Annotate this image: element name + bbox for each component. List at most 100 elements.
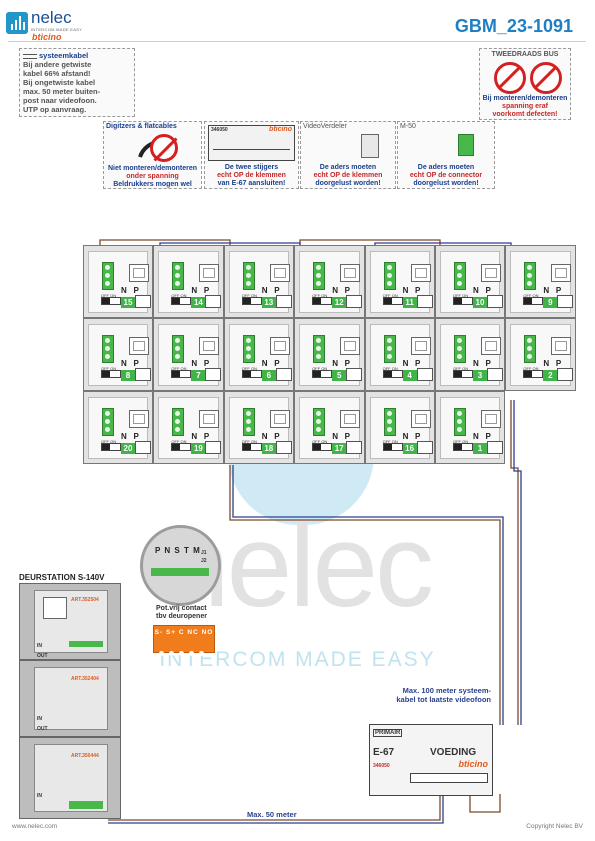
offon-label: OFF ON — [312, 366, 328, 371]
termination-switch — [171, 297, 192, 305]
termination-switch — [382, 370, 403, 378]
out-label: OUT — [37, 653, 48, 659]
offon-label: OFF ON — [101, 439, 117, 444]
camera-module-icon — [43, 597, 67, 619]
door-station-module: ART.350444 IN — [19, 737, 121, 819]
psu-brand: bticino — [458, 759, 489, 769]
videoverdeler-line: doorgelust worden! — [315, 180, 381, 187]
np-label: N P — [261, 359, 280, 368]
terminal-block-icon — [313, 335, 326, 363]
contact-caption-line: Pot.vrij contact — [156, 605, 207, 612]
cable-note-line: Bij andere getwiste — [23, 60, 92, 69]
door-station-terminal — [69, 801, 103, 809]
videoverdeler-terminal-icon — [361, 134, 379, 158]
bus-warning-title: TWEEDRAADS BUS — [491, 51, 559, 58]
termination-switch — [453, 370, 473, 378]
max100-line: Max. 100 meter systeem- — [402, 686, 491, 695]
termination-switch — [241, 370, 262, 378]
offon-label: OFF ON — [241, 439, 257, 444]
offon-label: OFF ON — [453, 293, 469, 298]
monitor-screen-icon — [269, 410, 290, 428]
address-label: 3 — [473, 370, 487, 381]
termination-switch — [312, 443, 333, 451]
monitor-screen-icon — [551, 264, 572, 282]
out-label: OUT — [37, 726, 48, 732]
offon-label: OFF ON — [312, 293, 328, 298]
module-code: ART.352504 — [71, 597, 99, 603]
terminal-block-icon — [383, 408, 396, 436]
cable-note-line: max. 50 meter buiten- — [23, 87, 101, 96]
address-label: 13 — [261, 297, 276, 308]
termination-switch — [241, 297, 262, 305]
monitor-screen-icon — [410, 410, 431, 428]
address-box — [205, 295, 222, 308]
e67-module-drawing: 346050 bticino — [208, 125, 295, 161]
cable-note-line: post naar videofoon. — [23, 96, 97, 105]
np-label: N P — [121, 359, 139, 368]
loupe-terminal-strip — [151, 568, 209, 576]
np-label: N P — [473, 359, 491, 368]
offon-label: OFF ON — [382, 366, 398, 371]
document-code: GBM_23-1091 — [454, 16, 573, 36]
termination-switch — [382, 443, 403, 451]
termination-switch — [523, 370, 544, 378]
address-box — [416, 368, 433, 381]
brand-partner: bticino — [32, 32, 62, 42]
monitor-screen-icon — [340, 410, 361, 428]
contact-caption: Pot.vrij contact tbv deuropener — [156, 605, 207, 621]
max100-note: Max. 100 meter systeem- kabel tot laatst… — [369, 686, 491, 704]
address-label: 6 — [261, 370, 276, 381]
terminal-block-icon — [454, 262, 466, 290]
footer-copyright: Copyright Nelec BV — [526, 823, 583, 830]
termination-switch — [101, 443, 121, 451]
address-box — [416, 295, 433, 308]
np-label: N P — [191, 432, 210, 441]
termination-switch — [312, 297, 333, 305]
address-box — [135, 295, 151, 308]
termination-switch — [171, 370, 192, 378]
e67-line: De twee stijgers — [224, 164, 279, 171]
np-label: N P — [473, 286, 491, 295]
address-box — [487, 295, 503, 308]
np-label: N P — [121, 286, 139, 295]
address-label: 8 — [121, 370, 135, 381]
e67-module-code: 346050 — [211, 127, 228, 133]
monitor-screen-icon — [199, 410, 220, 428]
address-label: 18 — [261, 443, 276, 454]
terminal-magnifier: P N S T M J1 J2 — [140, 525, 221, 606]
monitor-screen-icon — [481, 337, 501, 355]
np-label: N P — [332, 286, 350, 295]
no-screwdriver-icon — [150, 134, 178, 162]
offon-label: OFF ON — [241, 293, 257, 298]
no-power-plug-icon — [494, 62, 526, 94]
digitizers-line: Beldrukkers mogen wel — [113, 181, 192, 188]
door-station-terminal — [69, 641, 103, 647]
max100-line: kabel tot laatste videofoon — [396, 695, 491, 704]
videoverdeler-line: echt OP de klemmen — [313, 172, 383, 179]
psu-terminal-strip — [410, 773, 488, 783]
monitor-screen-icon — [269, 337, 290, 355]
np-label: N P — [191, 359, 210, 368]
terminal-block-icon — [242, 408, 255, 436]
terminal-block-icon — [454, 335, 466, 363]
terminal-block-icon — [524, 262, 537, 290]
e67-line: echt OP de klemmen — [217, 172, 286, 179]
